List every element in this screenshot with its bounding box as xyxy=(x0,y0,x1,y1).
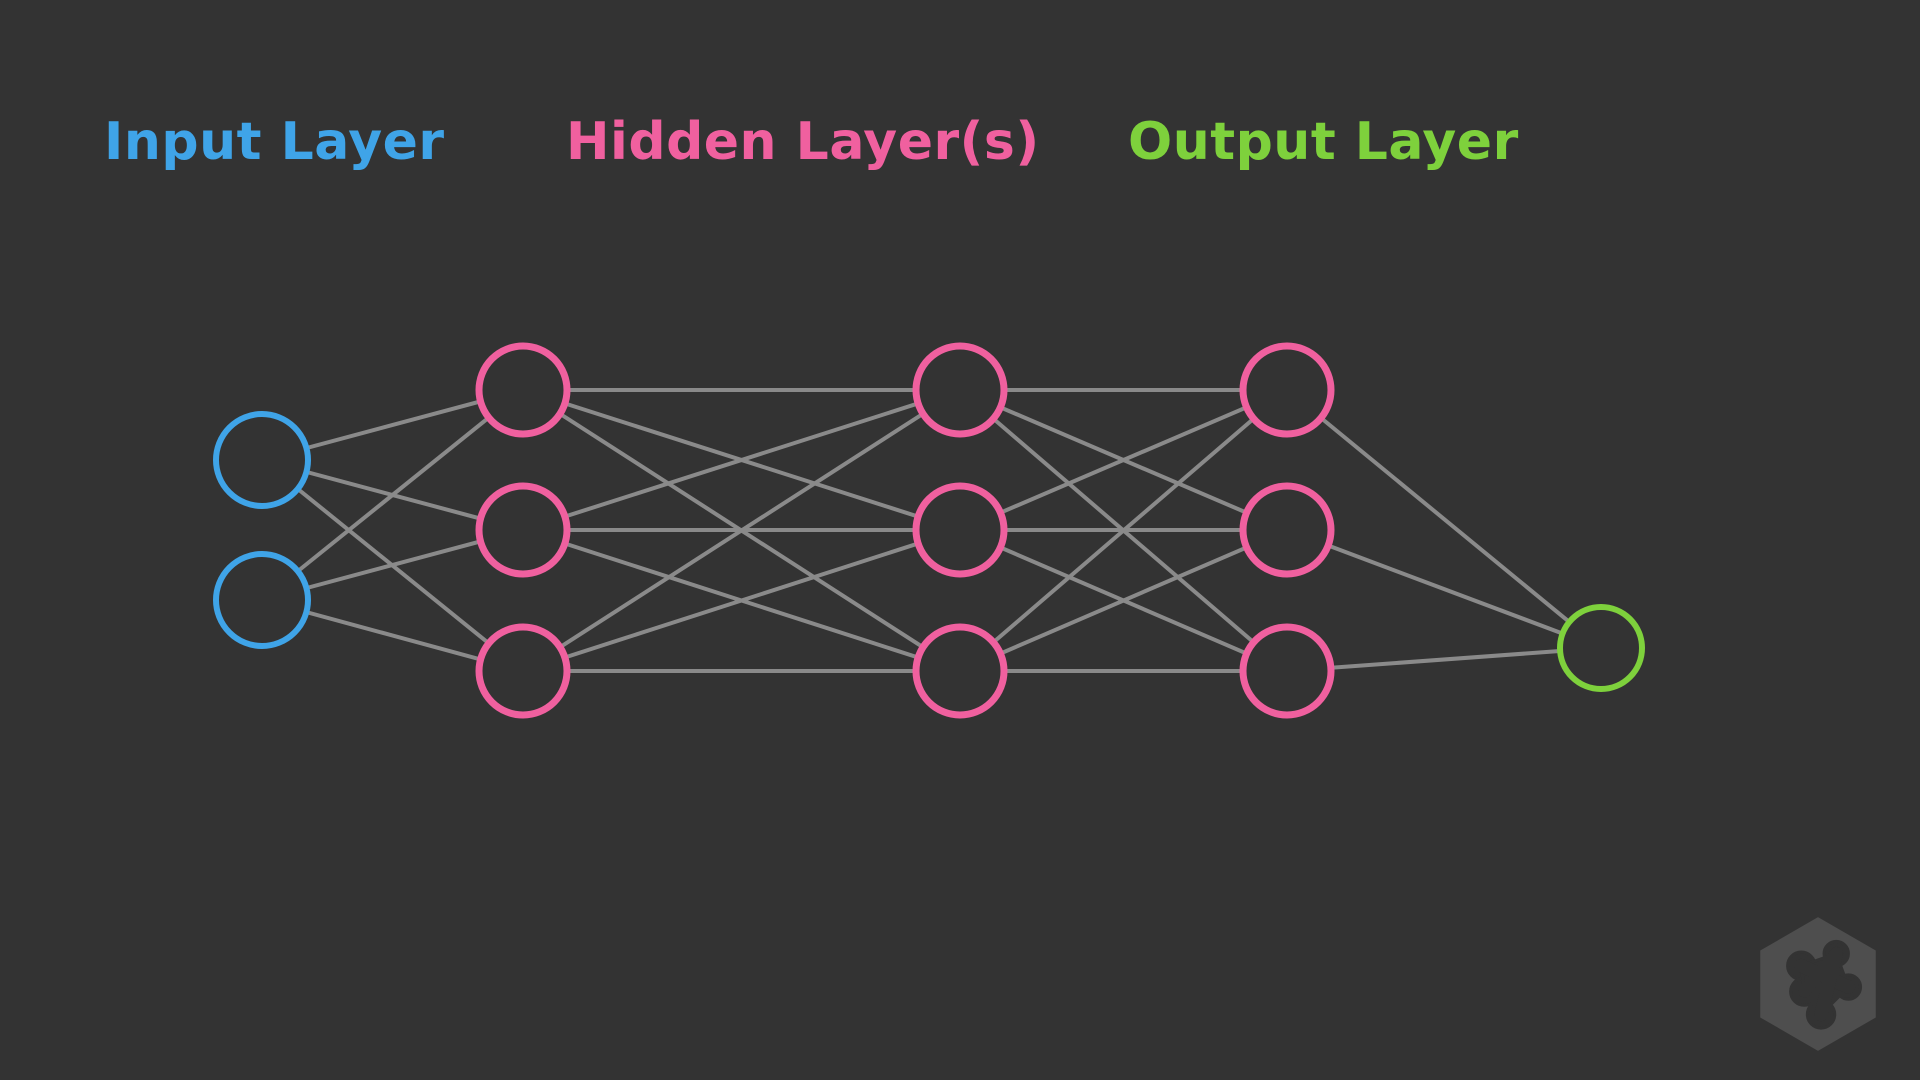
hidden-node xyxy=(1239,482,1335,578)
connection-edge xyxy=(959,528,1288,673)
hidden-layer-label: Hidden Layer(s) xyxy=(566,112,1040,172)
connection-edge xyxy=(1286,646,1602,673)
connection-edge xyxy=(958,388,1289,673)
hidden-node xyxy=(1239,342,1335,438)
watermark-neuron-shape xyxy=(1786,939,1863,1030)
hidden-node xyxy=(912,623,1008,719)
nodes-group xyxy=(213,342,1645,719)
connection-edge xyxy=(959,388,1288,532)
hidden-node xyxy=(912,482,1008,578)
hexagon-neuron-logo-icon xyxy=(1760,917,1876,1051)
hidden-node xyxy=(475,482,571,578)
connection-edge xyxy=(521,388,962,673)
hidden-node xyxy=(912,342,1008,438)
connection-edge xyxy=(522,528,961,673)
input-node xyxy=(213,551,311,649)
connection-edge xyxy=(260,388,525,602)
connection-edge xyxy=(1285,388,1603,650)
hidden-node xyxy=(475,623,571,719)
hidden-node xyxy=(475,342,571,438)
input-node xyxy=(213,411,311,509)
output-node xyxy=(1557,604,1645,692)
input-layer-label: Input Layer xyxy=(104,112,445,172)
connection-edge xyxy=(1286,528,1602,650)
hidden-node xyxy=(1239,623,1335,719)
connection-edge xyxy=(522,388,961,532)
output-layer-label: Output Layer xyxy=(1128,112,1519,172)
